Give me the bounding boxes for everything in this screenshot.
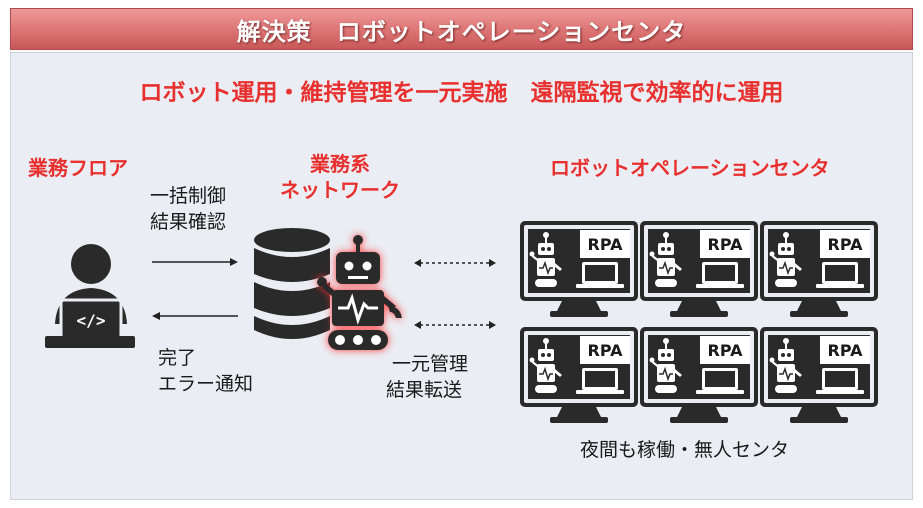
section-label-center: ロボットオペレーションセンタ	[550, 156, 830, 180]
command-label-line1: 一括制御	[150, 185, 227, 207]
bidirectional-arrow-icon-bottom	[414, 321, 496, 329]
section-label-network-line1: 業務系	[310, 152, 370, 176]
user-laptop-icon: </>	[45, 244, 135, 348]
database-icon	[254, 228, 330, 339]
management-label-line2: 結果転送	[386, 379, 463, 401]
rpa-monitor-6: RPA	[760, 327, 878, 427]
command-label-line2: 結果確認	[150, 211, 227, 233]
management-label-line1: 一元管理	[392, 353, 469, 375]
arrow-right-icon	[152, 258, 238, 266]
arrow-left-icon	[152, 312, 238, 320]
return-label-line2: エラー通知	[158, 373, 254, 395]
section-label-floor: 業務フロア	[28, 156, 128, 180]
bidirectional-arrow-icon-top	[414, 259, 496, 267]
rpa-monitor-2: RPA	[640, 221, 758, 321]
slide-title: 解決策 ロボットオペレーションセンタ	[236, 17, 687, 46]
rpa-monitor-1: RPA	[520, 221, 638, 321]
svg-text:</>: </>	[77, 311, 106, 330]
headline: ロボット運用・維持管理を一元実施 遠隔監視で効率的に運用	[139, 80, 784, 106]
rpa-tag: RPA	[580, 230, 630, 258]
rpa-tag: RPA	[580, 336, 630, 364]
rpa-monitor-3: RPA	[760, 221, 878, 321]
title-bar: 解決策 ロボットオペレーションセンタ	[10, 8, 913, 50]
rpa-monitor-4: RPA	[520, 327, 638, 427]
return-label-line1: 完了	[158, 347, 197, 369]
rpa-tag: RPA	[700, 230, 750, 258]
section-label-network-line2: ネットワーク	[280, 178, 400, 202]
rpa-tag: RPA	[700, 336, 750, 364]
robot-icon	[317, 235, 402, 350]
rpa-monitor-5: RPA	[640, 327, 758, 427]
rpa-tag: RPA	[820, 336, 870, 364]
rpa-tag: RPA	[820, 230, 870, 258]
footer-caption: 夜間も稼働・無人センタ	[580, 439, 790, 461]
